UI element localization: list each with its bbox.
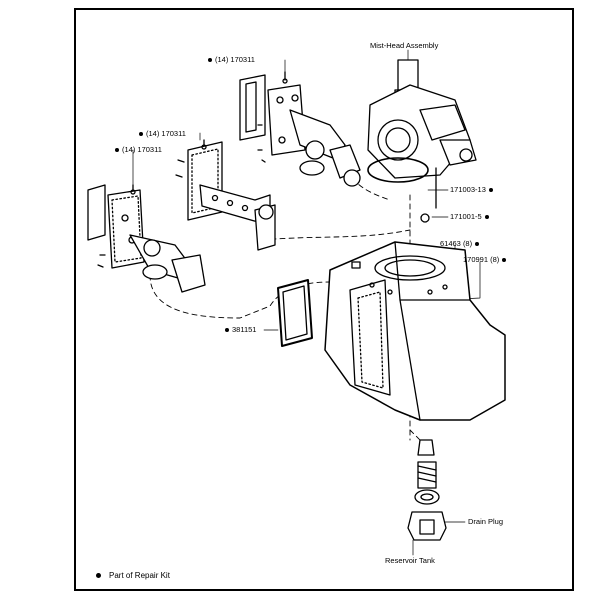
- repair-kit-bullet-icon: [488, 188, 493, 193]
- diagram-frame: [74, 8, 574, 591]
- repair-kit-bullet-icon: [208, 58, 212, 63]
- mist-head-assembly-text: Mist-Head Assembly: [370, 41, 439, 50]
- repair-kit-bullet-icon: [475, 242, 480, 247]
- legend: Part of Repair Kit: [96, 572, 170, 580]
- drain-plug-text: Drain Plug: [468, 517, 504, 526]
- repair-kit-bullet-icon: [115, 148, 119, 153]
- upper-bracket-assembly: [239, 74, 361, 187]
- part-171001-text: 171001-5: [450, 212, 482, 221]
- repair-kit-bullet-icon: [502, 258, 507, 263]
- repair-kit-bullet-icon: [139, 132, 143, 137]
- part-170311-mid-text: (14) 170311: [146, 129, 186, 138]
- part-170311-mid-label: (14) 170311: [136, 130, 186, 138]
- part-170991-text: 170991 (8): [463, 255, 500, 264]
- legend-text: Part of Repair Kit: [109, 571, 170, 580]
- part-61463-label: 61463 (8): [440, 240, 482, 248]
- middle-plate-assembly: [175, 141, 276, 251]
- mist-head-assembly-label: Mist-Head Assembly: [370, 42, 438, 50]
- part-170991-label: 170991 (8): [463, 256, 509, 264]
- repair-kit-bullet-icon: [225, 328, 229, 333]
- part-171001-label: 171001-5: [450, 213, 492, 221]
- part-170311-top-text: (14) 170311: [215, 55, 255, 64]
- repair-kit-bullet-icon: [484, 215, 489, 220]
- left-bracket-assembly: [87, 184, 206, 293]
- reservoir-tank-text: Reservoir Tank: [385, 556, 435, 565]
- part-61463-text: 61463 (8): [440, 239, 473, 248]
- part-170311-top-label: (14) 170311: [205, 56, 255, 64]
- repair-kit-bullet-icon: [96, 573, 101, 579]
- part-170311-left-text: (14) 170311: [122, 145, 162, 154]
- screw-details: [130, 71, 288, 195]
- part-170311-left-label: (14) 170311: [112, 146, 162, 154]
- drain-plug-label: Drain Plug: [468, 518, 503, 526]
- part-171003-label: 171003-13: [450, 186, 496, 194]
- drain-plug-stack: [407, 439, 447, 541]
- part-381151-label: 381151: [222, 326, 256, 334]
- reservoir-tank-drawing: [324, 241, 506, 421]
- mist-head-assembly-drawing: [367, 59, 477, 223]
- part-171003-text: 171003-13: [450, 185, 486, 194]
- reservoir-tank-label: Reservoir Tank: [385, 557, 435, 565]
- gasket-381151: [277, 279, 313, 347]
- part-381151-text: 381151: [232, 325, 257, 334]
